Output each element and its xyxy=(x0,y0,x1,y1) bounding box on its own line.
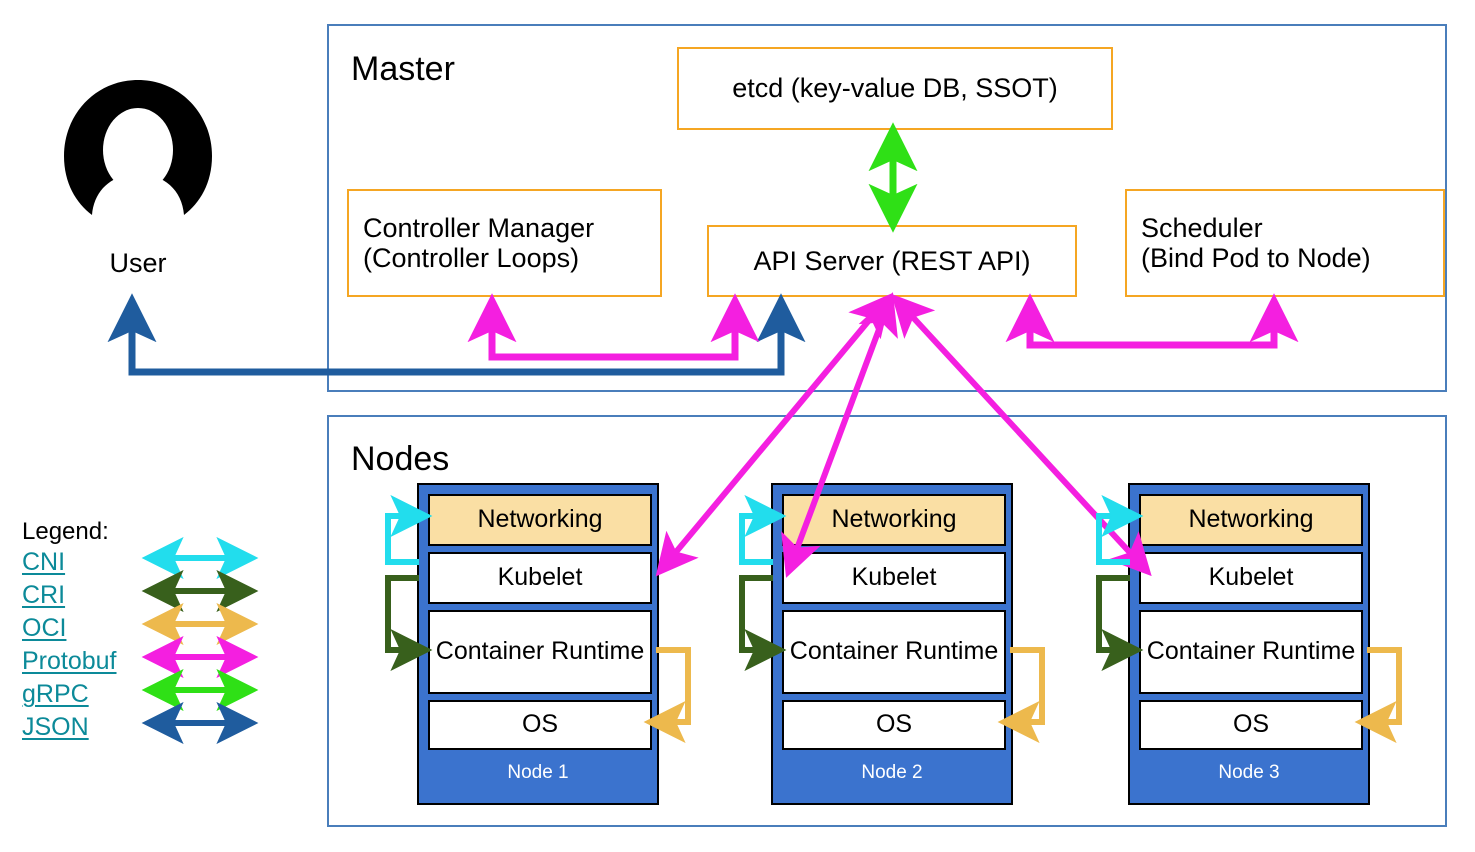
node-2-label: Node 2 xyxy=(861,762,923,783)
scheduler-box[interactable]: Scheduler (Bind Pod to Node) xyxy=(1125,189,1445,297)
node-3-os-label: OS xyxy=(1232,710,1270,739)
node-1-label: Node 1 xyxy=(507,762,569,783)
node-3-networking[interactable]: Networking xyxy=(1139,494,1363,546)
node-2[interactable]: Networking Kubelet Container Runtime OS … xyxy=(771,483,1013,805)
node-1[interactable]: Networking Kubelet Container Runtime OS … xyxy=(417,483,659,805)
legend-item-cri[interactable]: CRI xyxy=(22,581,66,609)
legend-item-protobuf[interactable]: Protobuf xyxy=(22,647,117,675)
node-1-os[interactable]: OS xyxy=(428,700,652,750)
controller-manager-box[interactable]: Controller Manager (Controller Loops) xyxy=(347,189,662,297)
node-1-kubelet-label: Kubelet xyxy=(497,563,583,592)
api-server-label: API Server (REST API) xyxy=(753,245,1031,276)
node-2-os[interactable]: OS xyxy=(782,700,1006,750)
user-label: User xyxy=(109,248,167,278)
nodes-title: Nodes xyxy=(351,440,450,478)
scheduler-label-line2: (Bind Pod to Node) xyxy=(1141,243,1371,273)
node-2-container-runtime-label: Container Runtime xyxy=(789,637,999,666)
user-avatar-icon xyxy=(62,78,214,223)
node-3-label: Node 3 xyxy=(1218,762,1280,783)
node-3-kubelet[interactable]: Kubelet xyxy=(1139,552,1363,604)
node-2-container-runtime[interactable]: Container Runtime xyxy=(782,610,1006,694)
etcd-box[interactable]: etcd (key-value DB, SSOT) xyxy=(677,47,1113,130)
node-1-os-label: OS xyxy=(521,710,559,739)
node-3-container-runtime[interactable]: Container Runtime xyxy=(1139,610,1363,694)
node-3-kubelet-label: Kubelet xyxy=(1208,563,1294,592)
legend-item-json[interactable]: JSON xyxy=(22,713,89,741)
node-1-kubelet[interactable]: Kubelet xyxy=(428,552,652,604)
node-3-networking-label: Networking xyxy=(1188,505,1314,534)
scheduler-label-line1: Scheduler xyxy=(1141,212,1263,243)
controller-manager-label-line2: (Controller Loops) xyxy=(363,243,580,273)
legend-item-oci[interactable]: OCI xyxy=(22,614,67,642)
node-1-networking[interactable]: Networking xyxy=(428,494,652,546)
node-3-os[interactable]: OS xyxy=(1139,700,1363,750)
node-2-networking[interactable]: Networking xyxy=(782,494,1006,546)
node-2-os-label: OS xyxy=(875,710,913,739)
legend-item-cni[interactable]: CNI xyxy=(22,548,66,576)
legend-title: Legend: xyxy=(22,518,109,545)
controller-manager-label-line1: Controller Manager xyxy=(363,212,595,243)
etcd-label: etcd (key-value DB, SSOT) xyxy=(732,73,1058,104)
node-3-container-runtime-label: Container Runtime xyxy=(1146,637,1356,666)
node-3[interactable]: Networking Kubelet Container Runtime OS … xyxy=(1128,483,1370,805)
api-server-box[interactable]: API Server (REST API) xyxy=(707,225,1077,297)
master-title: Master xyxy=(351,50,455,88)
node-2-kubelet[interactable]: Kubelet xyxy=(782,552,1006,604)
node-2-networking-label: Networking xyxy=(831,505,957,534)
node-2-kubelet-label: Kubelet xyxy=(851,563,937,592)
node-1-container-runtime-label: Container Runtime xyxy=(435,637,645,666)
node-1-networking-label: Networking xyxy=(477,505,603,534)
node-1-container-runtime[interactable]: Container Runtime xyxy=(428,610,652,694)
legend-item-grpc[interactable]: gRPC xyxy=(22,680,89,708)
